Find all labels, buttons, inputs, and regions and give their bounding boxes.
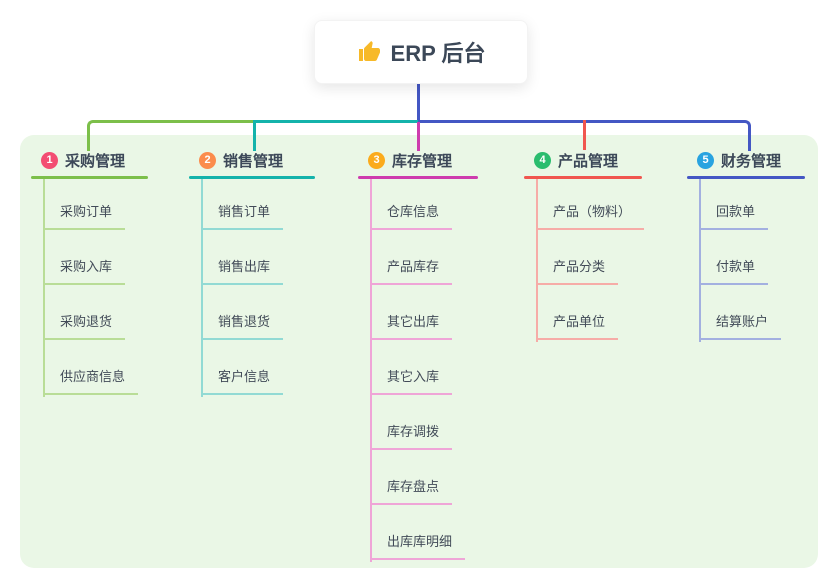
child-node[interactable]: 其它出库 — [371, 312, 453, 340]
child-node[interactable]: 出库库明细 — [371, 532, 466, 560]
branch-purchase: 1 采购管理 采购订单 采购入库 采购退货 供应商信息 — [31, 145, 148, 397]
branch-trunk-line — [699, 179, 701, 342]
branch-sales: 2 销售管理 销售订单 销售出库 销售退货 客户信息 — [189, 145, 315, 397]
child-label: 结算账户 — [700, 312, 782, 340]
branch-product: 4 产品管理 产品（物料） 产品分类 产品单位 — [524, 145, 645, 342]
child-node[interactable]: 产品单位 — [537, 312, 619, 340]
branch-title: 销售管理 — [223, 153, 284, 170]
child-node[interactable]: 采购退货 — [44, 312, 126, 340]
branch-underline — [524, 176, 642, 179]
branch-title: 产品管理 — [558, 153, 619, 170]
branch-finance: 5 财务管理 回款单 付款单 结算账户 — [687, 145, 805, 342]
branch-trunk-line — [370, 179, 372, 562]
connector-branch-1 — [87, 120, 253, 151]
branches-background-panel — [20, 135, 818, 568]
child-label: 产品单位 — [537, 312, 619, 340]
child-label: 库存调拨 — [371, 422, 453, 450]
thumbs-up-icon — [358, 41, 380, 61]
child-label: 产品分类 — [537, 257, 619, 285]
badge-number-4: 4 — [534, 152, 551, 169]
child-label: 库存盘点 — [371, 477, 453, 505]
child-node[interactable]: 销售订单 — [202, 202, 284, 230]
child-node[interactable]: 库存调拨 — [371, 422, 453, 450]
branch-title: 财务管理 — [721, 153, 782, 170]
branch-title: 采购管理 — [65, 153, 126, 170]
branch-underline — [358, 176, 478, 179]
root-connector-line — [417, 82, 420, 124]
child-node[interactable]: 其它入库 — [371, 367, 453, 395]
child-node[interactable]: 结算账户 — [700, 312, 782, 340]
child-label: 采购订单 — [44, 202, 126, 230]
child-node[interactable]: 库存盘点 — [371, 477, 453, 505]
child-label: 销售出库 — [202, 257, 284, 285]
child-label: 其它出库 — [371, 312, 453, 340]
child-node[interactable]: 仓库信息 — [371, 202, 453, 230]
branch-inventory: 3 库存管理 仓库信息 产品库存 其它出库 其它入库 库存调拨 库存盘点 出库库… — [358, 145, 478, 562]
child-node[interactable]: 产品库存 — [371, 257, 453, 285]
child-label: 付款单 — [700, 257, 769, 285]
child-label: 采购入库 — [44, 257, 126, 285]
child-label: 销售订单 — [202, 202, 284, 230]
child-node[interactable]: 供应商信息 — [44, 367, 139, 395]
child-label: 回款单 — [700, 202, 769, 230]
branch-title: 库存管理 — [392, 153, 453, 170]
child-node[interactable]: 销售退货 — [202, 312, 284, 340]
child-node[interactable]: 客户信息 — [202, 367, 284, 395]
branch-trunk-line — [43, 179, 45, 397]
child-label: 销售退货 — [202, 312, 284, 340]
branch-underline — [31, 176, 148, 179]
badge-number-3: 3 — [368, 152, 385, 169]
child-label: 出库库明细 — [371, 532, 466, 560]
child-node[interactable]: 产品分类 — [537, 257, 619, 285]
branch-underline — [189, 176, 315, 179]
root-node-erp-backend[interactable]: ERP 后台 — [314, 20, 528, 84]
child-label: 仓库信息 — [371, 202, 453, 230]
badge-number-2: 2 — [199, 152, 216, 169]
connector-branch-4 — [583, 120, 586, 150]
child-node[interactable]: 回款单 — [700, 202, 769, 230]
branch-underline — [687, 176, 805, 179]
child-node[interactable]: 采购订单 — [44, 202, 126, 230]
child-label: 客户信息 — [202, 367, 284, 395]
branch-trunk-line — [536, 179, 538, 342]
branch-inventory-header[interactable]: 3 库存管理 — [358, 145, 452, 176]
child-label: 产品库存 — [371, 257, 453, 285]
child-node[interactable]: 付款单 — [700, 257, 769, 285]
branch-finance-header[interactable]: 5 财务管理 — [687, 145, 781, 176]
child-label: 采购退货 — [44, 312, 126, 340]
child-node[interactable]: 产品（物料） — [537, 202, 645, 230]
child-node[interactable]: 采购入库 — [44, 257, 126, 285]
child-label: 产品（物料） — [537, 202, 645, 230]
connector-branch-2 — [253, 120, 418, 151]
badge-number-5: 5 — [697, 152, 714, 169]
branch-trunk-line — [201, 179, 203, 397]
connector-branch-3 — [417, 122, 420, 151]
branch-product-header[interactable]: 4 产品管理 — [524, 145, 618, 176]
child-label: 供应商信息 — [44, 367, 139, 395]
root-node-label: ERP 后台 — [390, 41, 486, 66]
child-node[interactable]: 销售出库 — [202, 257, 284, 285]
badge-number-1: 1 — [41, 152, 58, 169]
branch-purchase-header[interactable]: 1 采购管理 — [31, 145, 125, 176]
child-label: 其它入库 — [371, 367, 453, 395]
branch-sales-header[interactable]: 2 销售管理 — [189, 145, 283, 176]
